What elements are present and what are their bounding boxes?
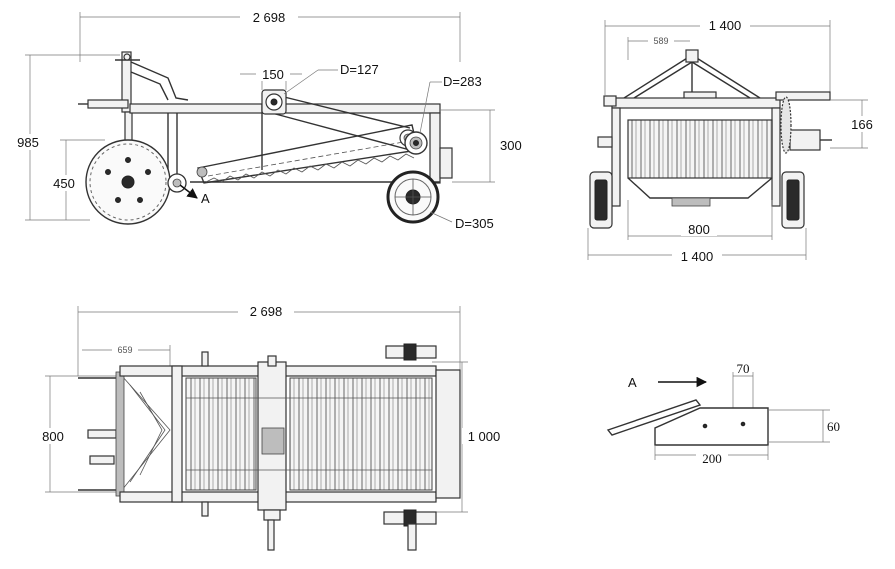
front-crossbeam bbox=[603, 91, 831, 207]
small-sprocket-callout: D=127 bbox=[283, 62, 379, 95]
top-view: 2 698 659 800 1 000 bbox=[36, 303, 506, 551]
small-sprocket-label: D=127 bbox=[340, 62, 379, 77]
front-offset-label: 166 bbox=[851, 117, 873, 132]
front-inner-width-dimension: 589 bbox=[627, 34, 690, 60]
front-view: 1 400 589 bbox=[587, 17, 880, 264]
detail-top-width-dimension: 70 bbox=[732, 361, 754, 408]
front-top-width-dimension: 1 400 bbox=[604, 17, 831, 95]
top-width-dimension: 800 bbox=[36, 375, 118, 493]
large-sprocket-label: D=283 bbox=[443, 74, 482, 89]
top-length-dimension: 2 698 bbox=[77, 303, 461, 376]
sprocket-spacing-label: 150 bbox=[262, 67, 284, 82]
drive-chain bbox=[261, 89, 428, 155]
top-front-offset-label: 659 bbox=[117, 345, 132, 355]
front-inner-width-label: 589 bbox=[653, 36, 668, 46]
front-bottom-width-label: 1 400 bbox=[681, 249, 714, 264]
front-a-frame bbox=[623, 49, 761, 105]
wheel-height-label: 450 bbox=[53, 176, 75, 191]
detail-block bbox=[606, 399, 769, 446]
front-offset-dimension: 166 bbox=[830, 99, 880, 149]
front-top-width-label: 1 400 bbox=[709, 18, 742, 33]
rear-wheel-label: D=305 bbox=[455, 216, 494, 231]
top-width-label: 800 bbox=[42, 429, 64, 444]
detail-a: A 70 60 200 bbox=[606, 361, 840, 466]
side-length-dimension: 2 698 bbox=[79, 8, 461, 62]
detail-height-dimension: 60 bbox=[768, 409, 840, 443]
front-wheel bbox=[85, 139, 171, 225]
hitch-mast bbox=[78, 51, 189, 163]
front-sprocket bbox=[780, 96, 792, 154]
frame-height-label: 300 bbox=[500, 138, 522, 153]
front-conveyor-width-label: 800 bbox=[688, 222, 710, 237]
top-conveyor bbox=[185, 377, 433, 491]
wheel-height-dimension: 450 bbox=[48, 139, 105, 220]
detail-height-label: 60 bbox=[827, 419, 840, 434]
side-view: 2 698 985 450 bbox=[10, 8, 522, 231]
front-bottom-width-dimension: 1 400 bbox=[587, 228, 807, 264]
top-overall-width-dimension: 1 000 bbox=[432, 361, 506, 513]
detail-top-width-label: 70 bbox=[737, 361, 750, 376]
detail-length-dimension: 200 bbox=[654, 445, 769, 466]
front-wheels bbox=[589, 171, 805, 229]
front-conveyor-width-dimension: 800 bbox=[627, 200, 773, 240]
top-overall-width-label: 1 000 bbox=[468, 429, 501, 444]
top-front-offset-dimension: 659 bbox=[82, 344, 171, 368]
side-ref-a-label: A bbox=[201, 191, 210, 206]
sprocket-spacing-dimension: 150 bbox=[240, 66, 302, 90]
large-sprocket-callout: D=283 bbox=[419, 74, 482, 134]
rear-wheel: D=305 bbox=[386, 170, 494, 231]
side-length-label: 2 698 bbox=[253, 10, 286, 25]
pivot-a: A bbox=[167, 173, 210, 206]
top-frame bbox=[119, 361, 461, 511]
detail-a-ref-label: A bbox=[628, 375, 637, 390]
front-drum bbox=[597, 119, 832, 207]
side-height-label: 985 bbox=[17, 135, 39, 150]
top-length-label: 2 698 bbox=[250, 304, 283, 319]
top-shafts bbox=[201, 343, 437, 551]
frame-height-dimension: 300 bbox=[440, 109, 522, 183]
inclined-conveyor bbox=[196, 124, 419, 184]
detail-length-label: 200 bbox=[702, 451, 722, 466]
side-height-dimension: 985 bbox=[10, 54, 120, 221]
top-tines bbox=[78, 371, 171, 497]
